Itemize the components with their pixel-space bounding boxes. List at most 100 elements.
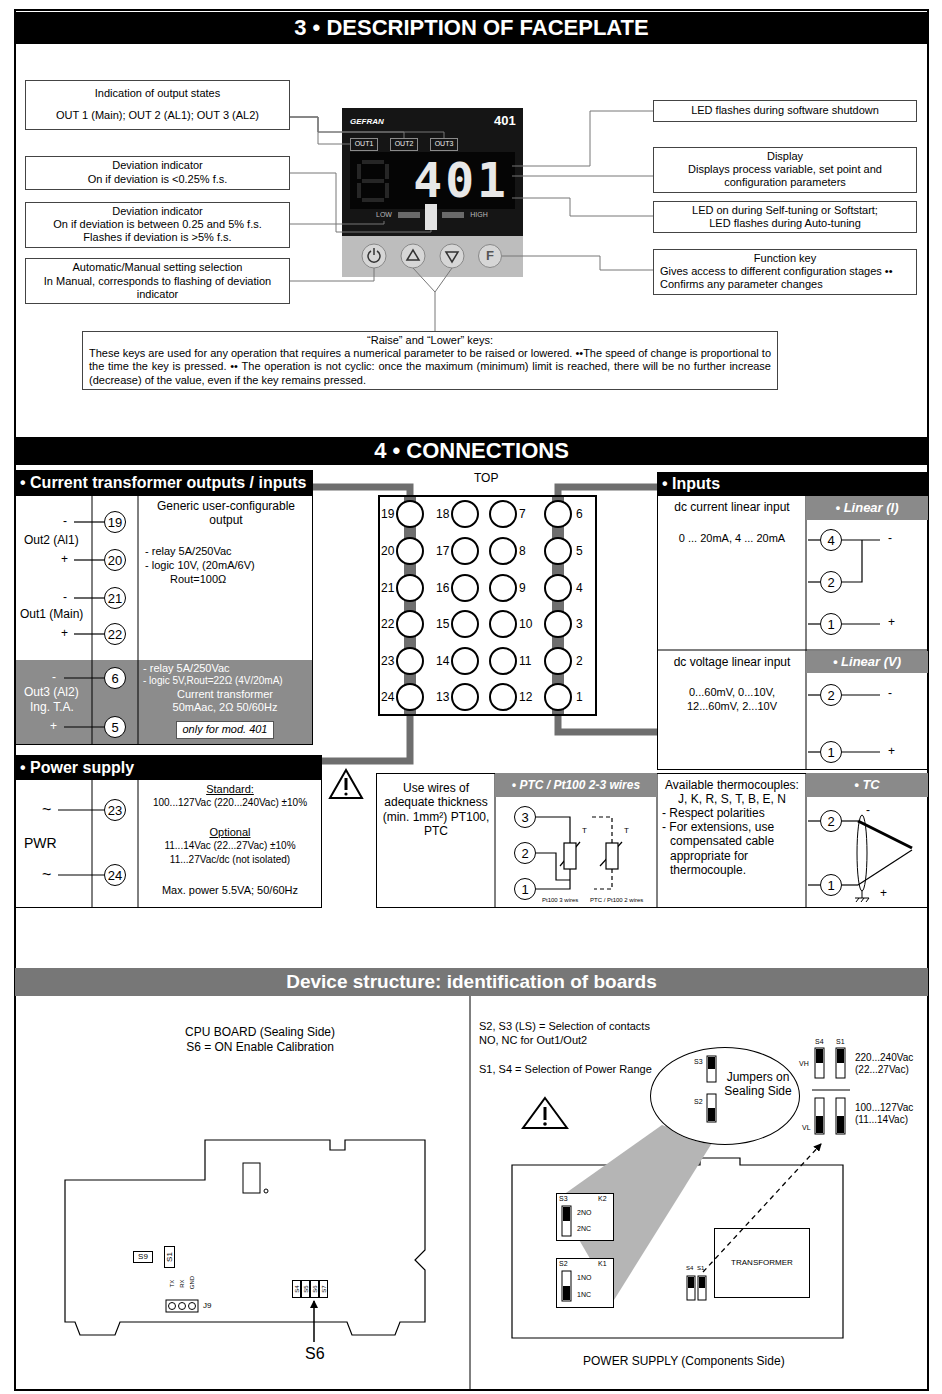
node-text: 15 [436,617,449,631]
node-text: 22 [108,628,122,641]
node-text: - logic 5V,Rout=22Ω (4V/20mA) [143,675,283,687]
line-shape [808,820,820,821]
node-text: 23 [108,804,122,817]
node-text: 20 [108,554,122,567]
label-text: S2, S3 (LS) = Selection of contacts [479,1020,650,1033]
connection-panel: • Inputsdc current linear input0 ... 20m… [657,472,928,770]
terminal-circle: 2 [820,810,842,832]
rect-shape [15,660,313,745]
node-text: Pt100 3 wires [542,897,578,904]
rect-shape [699,1277,705,1288]
node-text: 3 [576,617,583,631]
wire-connector [313,487,410,495]
connection-panel: • Power supply~PWR~Standard:100...127Vac… [15,755,322,908]
line-shape [138,496,139,745]
node-text: 0 ... 20mA, 4 ... 20mA [660,532,804,545]
rect-shape [342,108,523,277]
label-text: CPU BOARD (Sealing Side) [150,1025,370,1039]
circle-shape [490,648,516,674]
jumper-box: S3K22NO2NC [556,1193,614,1241]
node-text: + [61,552,68,566]
switch-box: S9 [133,1251,153,1263]
node-text: 12...60mV, 2...10V [660,700,804,713]
label-text: S4 [815,1038,824,1046]
label-text: NO, NC for Out1/Out2 [479,1034,587,1047]
callout-box: “Raise” and “Lower” keys:These keys are … [82,331,778,390]
node-text: 14 [436,654,449,668]
node-text: 3 [521,811,528,824]
node-text: ~ [42,865,51,884]
circle-shape [179,1303,186,1310]
node-text: OUT3 [435,140,454,148]
node-text: 2 [827,576,834,589]
node-text: S4 [294,1285,300,1292]
node-text: + [50,719,57,733]
line-shape [842,820,858,821]
current-transformer-panel: -Out3 (Al2)Ing. T.A.+- relay 5A/250Vac- … [15,660,313,745]
circle-shape [452,684,478,710]
node-text: 7 [519,507,526,521]
node-text: 4 • CONNECTIONS [374,438,569,464]
node-text: Display [767,150,803,163]
terminal-circle: 1 [820,613,842,635]
node-text: 3 • DESCRIPTION OF FACEPLATE [294,15,648,41]
function-key: F [478,244,502,268]
label-text: 220...240Vac (22...27Vac) [855,1052,927,1076]
terminal-circle: 20 [104,549,126,571]
node-text: OUT2 [395,140,414,148]
circle-shape [397,648,423,674]
node-text: 5 [111,721,118,734]
node-text: Indication of output states [95,87,220,100]
rect-shape [544,1107,547,1120]
node-text: On if deviation is <0.25% f.s. [88,173,228,186]
terminal-circle: 21 [104,587,126,609]
label-text: S6 [305,1344,325,1363]
path-shape [523,1098,567,1128]
node-text: T [582,826,587,836]
circle-shape [169,1303,176,1310]
line-shape [856,898,859,902]
node-text: 0...60mV, 0...10V, [660,686,804,699]
node-text: 12 [519,690,532,704]
node-text: S3 [559,1195,568,1203]
node-text: - [63,590,67,604]
callout-box: DisplayDisplays process variable, set po… [653,147,917,193]
g-shape [397,501,571,710]
node-text: - [52,670,56,684]
node-text: 6 [576,507,583,521]
node-text: 19 [108,516,122,529]
circle-shape [397,611,423,637]
circle-shape [490,501,516,527]
node-text: 4 [827,534,834,547]
switch-box: S7 [319,1280,328,1298]
rect-shape [698,1276,706,1300]
node-text: - relay 5A/250Vac [145,545,232,558]
node-text: 401 [413,156,509,204]
rect-shape [442,212,464,218]
line-shape [703,1144,821,1272]
node-text: 20 [381,544,394,558]
node-text: + [888,744,895,758]
node-text: PTC / Pt100 2 wires [590,897,643,904]
node-text: 100...127Vac (220...240Vac) ±10% [140,797,320,809]
polyline-shape [536,817,570,843]
node-text: Deviation indicator [112,205,203,218]
node-text: 2NO [577,1209,591,1217]
rect-shape [357,164,361,179]
line-shape [808,623,820,624]
node-text: These keys are used for any operation th… [89,347,771,387]
rect-shape [385,183,389,198]
connection-panel: • Current transformer outputs / inputsGe… [15,470,313,745]
rect-shape [816,1116,823,1133]
line-shape [866,898,869,902]
controller-faceplate: GEFRAN401OUT1OUT2OUT3401LOWHIGHF [342,108,523,277]
wire-connector [322,716,410,761]
node-text: 23 [381,654,394,668]
node-text: HIGH [470,211,488,219]
label-text: J9 [203,1301,211,1311]
node-text: LED flashes during Auto-tuning [709,217,861,230]
node-text: In Manual, corresponds to flashing of de… [32,275,283,301]
node-text: Displays process variable, set point and… [660,163,910,189]
label-text: RX [179,1279,186,1287]
circle-shape [397,501,423,527]
